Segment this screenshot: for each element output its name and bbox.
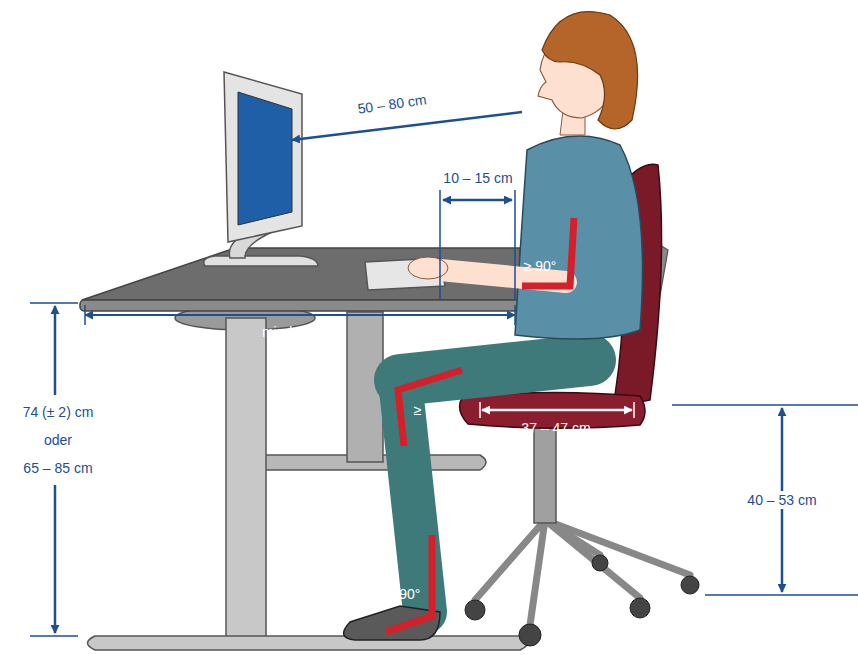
- elbow-angle: ≥ 90°: [524, 258, 557, 274]
- ankle-angle: ≥ 90°: [388, 586, 421, 602]
- desk: [80, 248, 528, 650]
- seat-depth: 37 – 47 cm: [521, 420, 590, 436]
- desk-depth: mind. 80 cm: [262, 324, 338, 340]
- viewing-distance: 50 – 80 cm: [357, 91, 428, 116]
- knee-angle: ≥ 90°: [414, 402, 447, 418]
- desk-height-range: 65 – 85 cm: [20, 459, 95, 477]
- desk-height: 74 (± 2) cm: [20, 403, 97, 421]
- desk-height-or: oder: [41, 431, 75, 449]
- seat-depth-line: [480, 402, 634, 418]
- dimension-line: [30, 112, 858, 636]
- office-chair: [460, 164, 699, 646]
- monitor: [204, 72, 318, 266]
- seated-person: [344, 12, 643, 640]
- hand-distance: 10 – 15 cm: [443, 170, 512, 186]
- seat-height: 40 – 53 cm: [744, 491, 819, 509]
